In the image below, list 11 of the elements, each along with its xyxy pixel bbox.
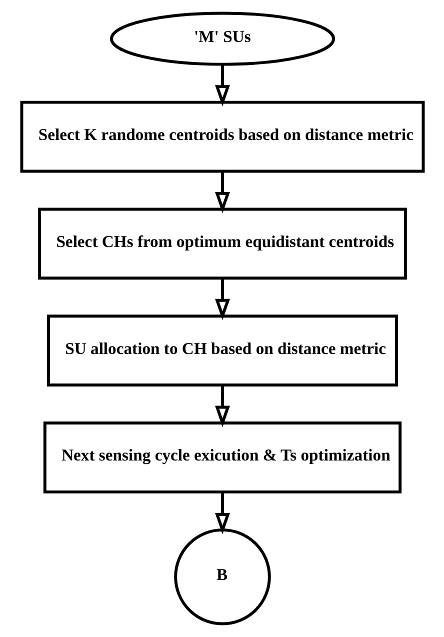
arrow	[214, 278, 230, 320]
node-box: Select CHs from optimum equidistant centroids	[38, 208, 406, 280]
node-box: Select K randome centroids based on distance metric	[20, 100, 424, 173]
node-box: SU allocation to CH based on distance metric	[46, 314, 398, 386]
arrow	[214, 64, 230, 106]
node-box: Next sensing cycle exicution & Ts optimization	[42, 422, 402, 494]
arrow	[214, 172, 230, 214]
node-circle: B	[174, 528, 270, 626]
arrow	[214, 385, 230, 428]
node-ellipse: 'M' SUs	[109, 12, 335, 66]
arrow	[214, 492, 230, 534]
